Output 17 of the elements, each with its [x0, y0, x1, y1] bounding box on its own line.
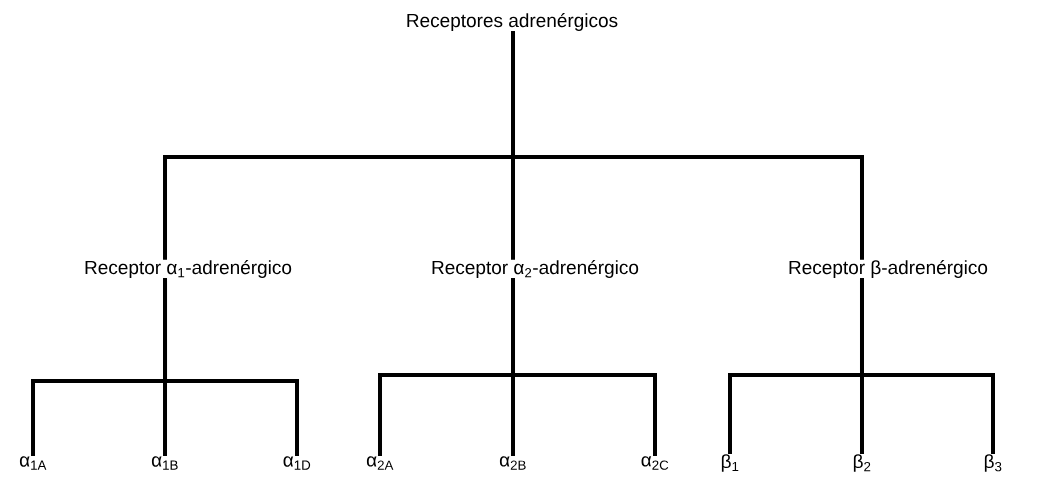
subtype-label: α$_{2B}$: [499, 456, 526, 470]
connector-line: [511, 31, 864, 260]
subtype-label: β$_{2}$: [853, 454, 871, 472]
subtype-label: α$_{1B}$: [151, 456, 178, 470]
category-label: Receptor α$_{2}$-adrenérgico: [432, 260, 639, 278]
subtype-label: α$_{1A}$: [19, 456, 47, 470]
subtype-label: α$_{2C}$: [641, 456, 669, 470]
subtype-label: β$_{3}$: [984, 454, 1002, 472]
connector-line: [511, 278, 657, 456]
category-label: Receptor β-adrenérgico: [789, 260, 988, 278]
connector-line: [163, 278, 299, 457]
category-label: Receptor α$_{1}$-adrenérgico: [85, 260, 292, 278]
title-label: Receptores adrenérgicos: [407, 13, 618, 31]
subtype-label: β$_{1}$: [721, 454, 739, 472]
connector-line: [860, 278, 995, 454]
subtype-label: α$_{1D}$: [283, 456, 311, 470]
subtype-label: α$_{2A}$: [366, 456, 394, 470]
